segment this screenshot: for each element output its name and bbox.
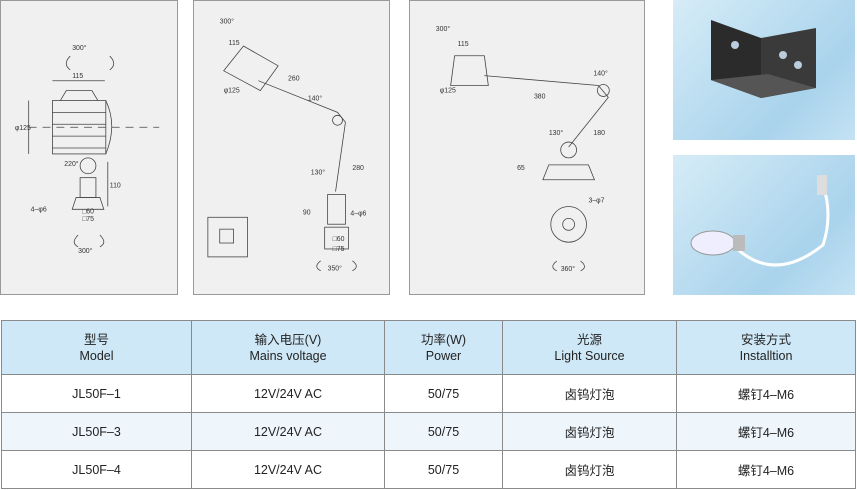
cell-model: JL50F–3 (1, 412, 192, 451)
rotation-bottom-label: 360° (561, 265, 576, 273)
angle1-label: 140° (593, 70, 608, 78)
cell-voltage: 12V/24V AC (191, 450, 385, 489)
header-cn: 功率(W) (420, 332, 467, 347)
cell-model: JL50F–1 (1, 374, 192, 413)
header-en: Model (79, 348, 114, 363)
cell-model: JL50F–4 (1, 450, 192, 489)
holes-label: 4–φ6 (350, 210, 366, 217)
tilt-label: 220° (64, 160, 79, 168)
header-cn: 光源 (576, 332, 602, 347)
header-en: Power (425, 348, 462, 363)
halogen-bulb-photo (673, 155, 855, 295)
cell-light-source: 卤钨灯泡 (502, 374, 677, 413)
angle1-label: 140° (308, 94, 323, 102)
diameter-label: φ125 (224, 88, 240, 95)
base-inner-label: □60 (333, 236, 345, 243)
header-cn: 输入电压(V) (254, 332, 322, 347)
base-height-label: 65 (517, 165, 525, 172)
diameter-label: φ125 (440, 87, 456, 94)
arm-f3-drawing: 300° 115 φ125 260 140° 130° 280 90 4–φ6 … (193, 0, 390, 295)
angle2-label: 130° (549, 129, 564, 137)
header-cn: 型号 (83, 332, 109, 347)
cell-installation: 螺钉4–M6 (676, 374, 856, 413)
header-cn: 安装方式 (740, 332, 791, 347)
angle2-label: 130° (311, 169, 326, 177)
cell-power: 50/75 (384, 450, 503, 489)
base-inner-label: □60 (82, 208, 94, 215)
cell-light-source: 卤钨灯泡 (502, 450, 677, 489)
header-voltage: 输入电压(V)Mains voltage (191, 320, 385, 375)
cell-light-source: 卤钨灯泡 (502, 412, 677, 451)
cell-power: 50/75 (384, 374, 503, 413)
cell-voltage: 12V/24V AC (191, 412, 385, 451)
header-power: 功率(W)Power (384, 320, 503, 375)
rotation-top-label: 300° (436, 25, 451, 33)
rotation-bottom-label: 300° (78, 247, 93, 255)
header-en: Mains voltage (249, 348, 327, 363)
width-label: 115 (458, 41, 469, 48)
header-en: Light Source (554, 348, 625, 363)
cell-power: 50/75 (384, 412, 503, 451)
height-label: 110 (110, 183, 121, 190)
arm2-label: 280 (352, 165, 364, 172)
width-label: 115 (72, 73, 83, 80)
mounting-bracket-photo (673, 0, 855, 140)
rotation-top-label: 300° (220, 17, 235, 25)
cell-installation: 螺钉4–M6 (676, 450, 856, 489)
diameter-label: φ125 (15, 125, 31, 132)
cell-installation: 螺钉4–M6 (676, 412, 856, 451)
cell-voltage: 12V/24V AC (191, 374, 385, 413)
holes-label: 3–φ7 (588, 198, 604, 205)
arm-f4-drawing: 300° 115 φ125 380 140° 130° 180 65 3–φ7 … (409, 0, 645, 295)
arm2-label: 180 (593, 130, 605, 137)
rotation-top-label: 300° (72, 44, 87, 52)
arm1-label: 260 (288, 76, 300, 83)
holes-label: 4–φ6 (31, 206, 47, 213)
front-view-drawing: 300° 115 φ125 220° 110 4–φ6 □60 □75 300° (0, 0, 178, 295)
base-outer-label: □75 (333, 246, 345, 253)
rotation-bottom-label: 350° (328, 265, 343, 273)
base-outer-label: □75 (82, 216, 94, 223)
width-label: 115 (229, 40, 240, 47)
header-en: Installtion (739, 348, 793, 363)
arm1-label: 380 (534, 93, 546, 100)
base-height-label: 90 (303, 209, 311, 216)
